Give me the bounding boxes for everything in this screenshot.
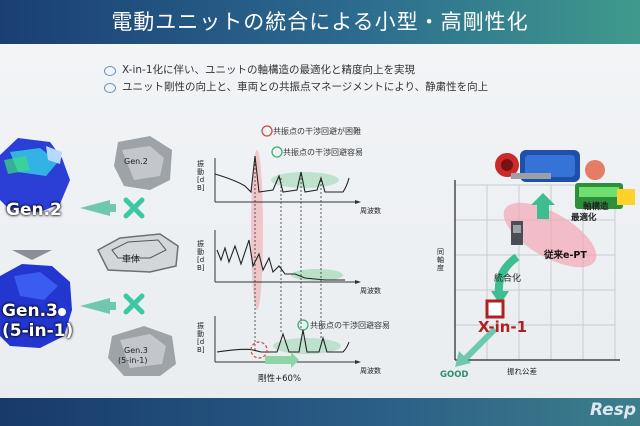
left-arrow-icon <box>80 298 110 314</box>
xin1-marker <box>485 299 505 319</box>
down-arrow-icon <box>531 193 555 219</box>
left-arrow-icon <box>80 200 110 216</box>
bullet-ring-icon <box>104 83 116 93</box>
label-shaft: 軸構造 <box>583 202 609 212</box>
graph-after <box>214 316 361 368</box>
bullet-list: X-in-1化に伴い、ユニットの軸構造の最適化と精度向上を実現 ユニット剛性の向… <box>104 62 488 96</box>
axis-label-coaxial: 同軸度 <box>437 248 444 272</box>
label-optimize: 最適化 <box>571 213 597 223</box>
body-label: 車体 <box>122 255 141 265</box>
legend-good-text-2: 共振点の干渉回避容易 <box>310 321 390 330</box>
xlabel-3: 周波数 <box>360 367 381 375</box>
resonance-band <box>251 150 263 310</box>
title-bar <box>0 0 640 44</box>
bullet-item: X-in-1化に伴い、ユニットの軸構造の最適化と精度向上を実現 <box>104 62 488 79</box>
gen3-part-sub-label: (5-in-1) <box>118 356 148 365</box>
label-conventional: 従来e-PT <box>544 250 587 261</box>
smile-face-icon <box>271 146 283 158</box>
cross-icon <box>123 293 145 315</box>
graph-before <box>214 155 361 204</box>
down-arrow-icon <box>12 250 52 260</box>
page-title: 電動ユニットの統合による小型・高剛性化 <box>111 10 529 34</box>
gen3-label: Gen.3 <box>2 301 58 321</box>
stiffness-label: 剛性+60% <box>258 374 302 384</box>
label-good: GOOD <box>440 370 469 380</box>
cross-icon <box>123 197 145 219</box>
bullet-item: ユニット剛性の向上と、車両との共振点マネージメントにより、静粛性を向上 <box>104 79 488 96</box>
gen3-sub-label: (5-in-1) <box>2 321 74 341</box>
right-arrow-icon <box>265 352 299 368</box>
xlabel-1: 周波数 <box>360 207 381 215</box>
curve-arrow-icon <box>494 253 520 294</box>
legend-bad-text: 共振点の干渉回避が困難 <box>273 127 361 136</box>
graph-body <box>214 230 361 284</box>
left-diagram <box>0 136 179 376</box>
bullet-ring-icon <box>104 66 116 76</box>
ylabel-1: 振動[dB] <box>197 160 205 192</box>
ylabel-2: 振動[dB] <box>197 240 205 272</box>
car-body-image <box>97 233 179 273</box>
legend-good-text: 共振点の干渉回避容易 <box>283 148 363 157</box>
vibration-graphs <box>214 125 361 368</box>
x-axis-label: 振れ公差 <box>507 367 537 376</box>
motor-image <box>495 150 635 209</box>
ylabel-3: 振動[dB] <box>197 322 205 354</box>
xlabel-2: 周波数 <box>360 287 381 295</box>
sad-face-icon <box>261 125 273 137</box>
watermark-logo: Resp <box>589 400 636 420</box>
frequency-guides <box>254 160 322 352</box>
gen3-unit-image <box>0 264 72 348</box>
tolerance-chart <box>454 150 635 367</box>
gen2-label: Gen.2 <box>6 200 62 220</box>
gen2-unit-image <box>0 138 70 212</box>
conventional-region <box>503 202 597 268</box>
smile-face-icon <box>297 319 309 331</box>
footer-bar <box>0 398 640 426</box>
gen3-part-label: Gen.3 <box>124 346 148 355</box>
gen2-part-label: Gen.2 <box>124 157 148 166</box>
label-xin1: X-in-1 <box>478 318 528 336</box>
label-integration: 統合化 <box>494 274 522 284</box>
